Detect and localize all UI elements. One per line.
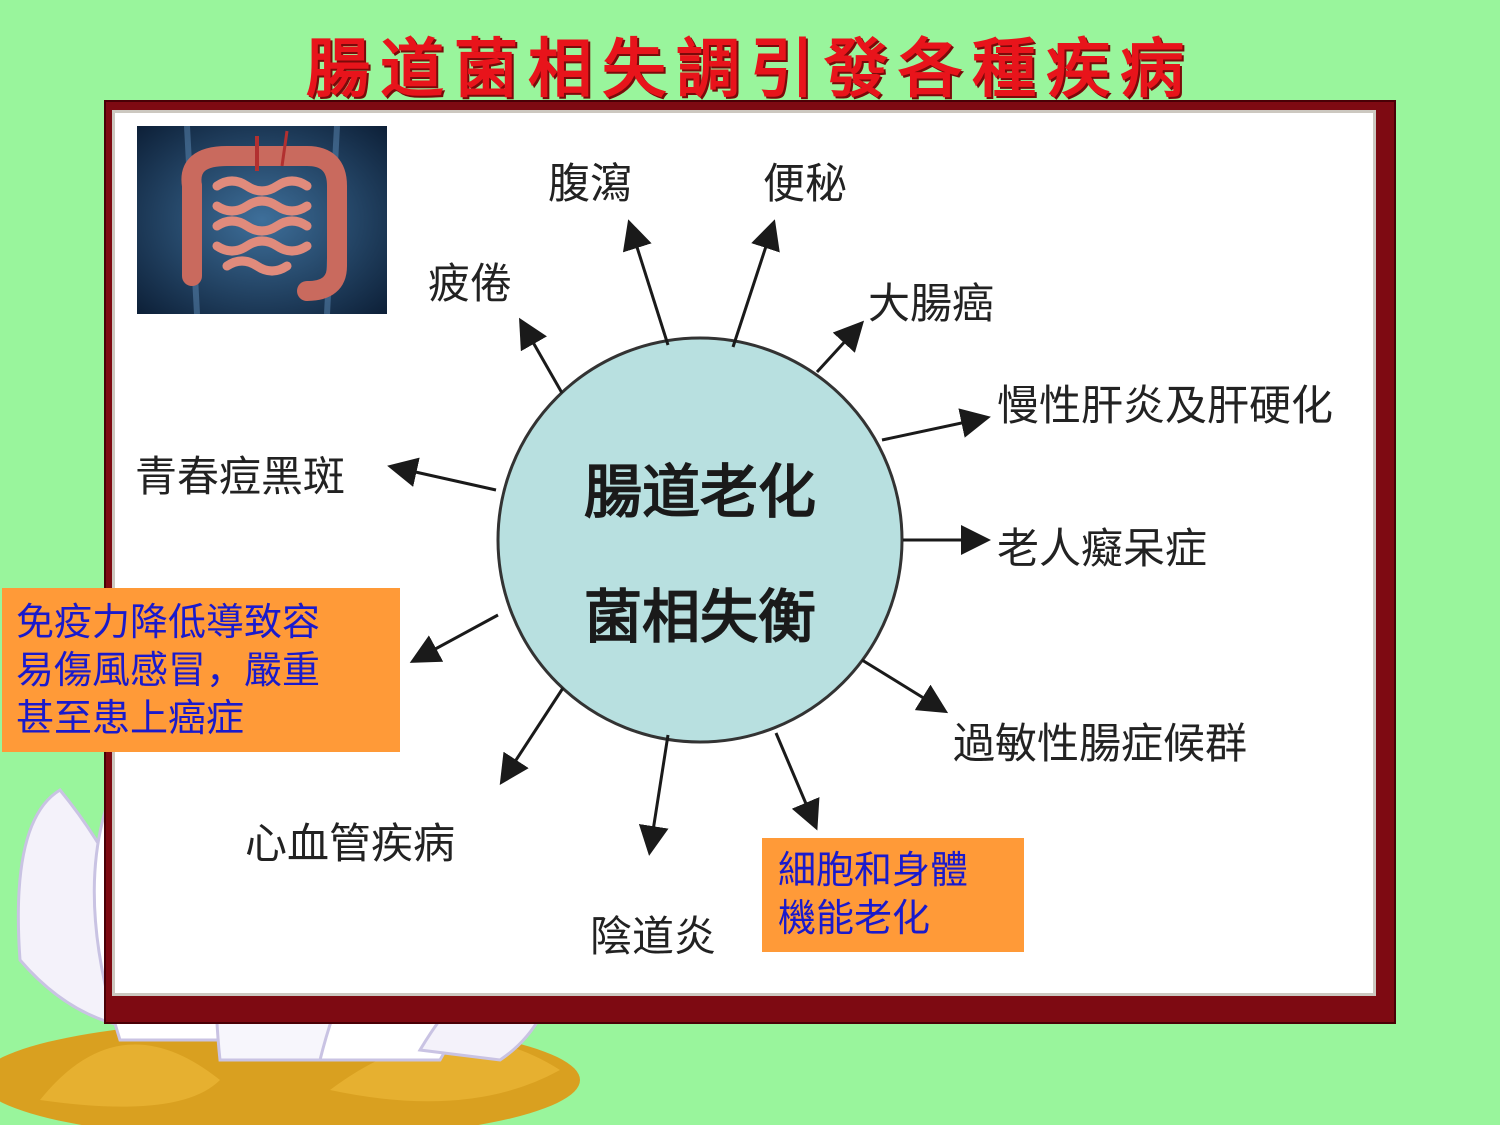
slide-title: 腸道菌相失調引發各種疾病 (306, 32, 1194, 107)
effect-vaginitis: 陰道炎 (590, 912, 717, 961)
effect-fatigue: 疲倦 (428, 259, 513, 308)
effect-cardio: 心血管疾病 (245, 819, 456, 868)
intestine-image-icon (137, 126, 387, 314)
arrow-colon-cancer (815, 320, 865, 374)
arrow-vaginitis (638, 734, 670, 856)
callout-aging-line2: 機能老化 (778, 896, 931, 940)
effect-ibs: 過敏性腸症候群 (953, 719, 1248, 768)
arrow-cardio (499, 687, 565, 786)
arrow-ibs (861, 658, 949, 714)
arrow-constipation (731, 219, 780, 348)
callout-immunity-line2: 易傷風感冒，嚴重 (16, 648, 321, 692)
hub-label-line1: 腸道老化 (583, 458, 816, 526)
hub-circle (496, 336, 904, 744)
arrow-fatigue (519, 317, 564, 394)
arrow-immunity (409, 613, 499, 663)
effect-acne: 青春痘黑斑 (135, 452, 346, 501)
callout-aging: 細胞和身體 機能老化 (762, 838, 1024, 952)
callout-immunity-line3: 甚至患上癌症 (16, 696, 245, 740)
callout-immunity-line1: 免疫力降低導致容 (16, 600, 321, 644)
hub-label-line2: 菌相失衡 (583, 583, 816, 651)
arrow-aging (774, 732, 820, 831)
effect-liver: 慢性肝炎及肝硬化 (997, 381, 1334, 430)
callout-immunity: 免疫力降低導致容 易傷風感冒，嚴重 甚至患上癌症 (2, 588, 400, 752)
callout-aging-line1: 細胞和身體 (778, 848, 969, 892)
arrow-diarrhea (622, 219, 670, 346)
arrow-liver (881, 408, 991, 442)
arrow-acne (387, 457, 497, 492)
effect-constipation: 便秘 (763, 159, 848, 208)
effect-diarrhea: 腹瀉 (548, 159, 633, 208)
effect-colon-cancer: 大腸癌 (868, 279, 995, 328)
effect-dementia: 老人癡呆症 (997, 524, 1208, 573)
